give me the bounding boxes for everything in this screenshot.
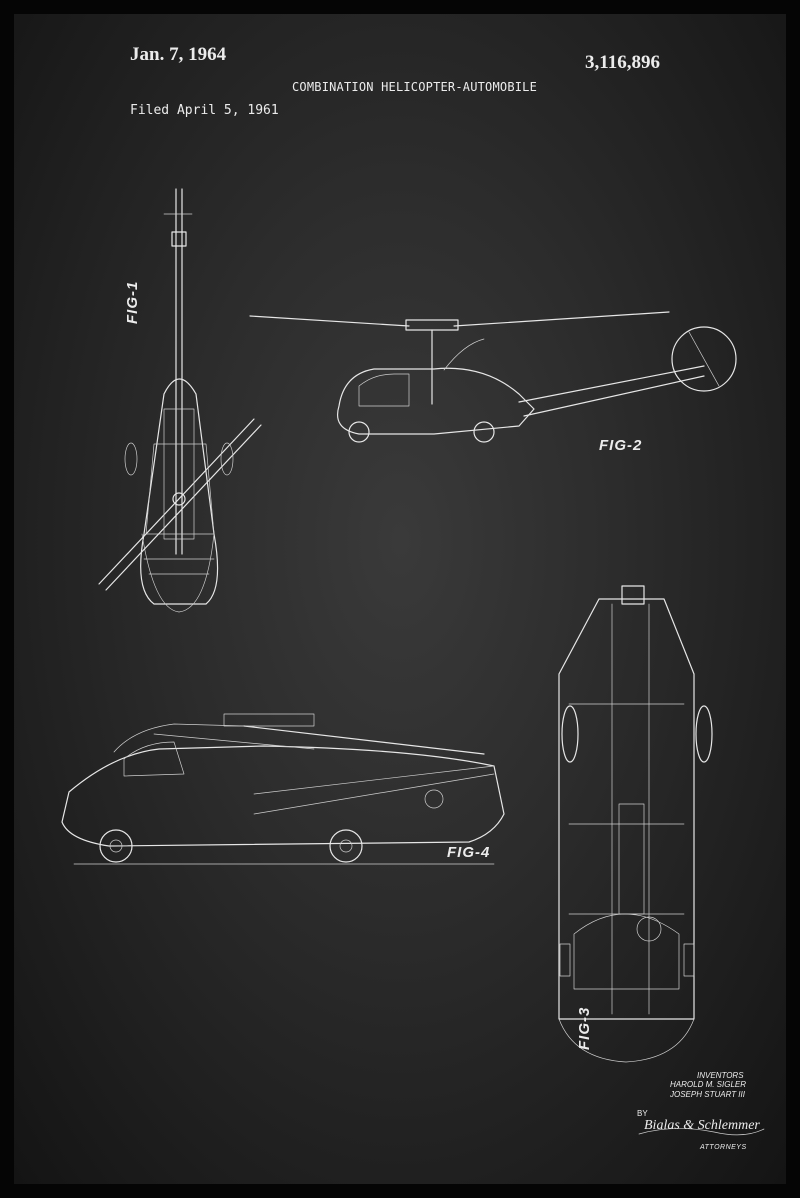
signature-flourish	[638, 1128, 765, 1136]
fig1-top-view-drawing	[98, 188, 262, 613]
filed-date: Filed April 5, 1961	[130, 103, 279, 118]
by-label: BY	[637, 1109, 648, 1118]
fig4-label: FIG-4	[447, 844, 491, 861]
fig3-top-view-drawing	[558, 585, 713, 1063]
inventors-heading: INVENTORS	[697, 1071, 744, 1080]
fig1-label: FIG-1	[124, 280, 141, 324]
inventor-1: HAROLD M. SIGLER	[670, 1080, 747, 1089]
fig2-side-view-drawing	[249, 311, 737, 443]
fig3-label: FIG-3	[576, 1006, 593, 1050]
chalkboard-sheet: Jan. 7, 1964 3,116,896 COMBINATION HELIC…	[14, 14, 786, 1184]
inventor-2: JOSEPH STUART III	[670, 1090, 745, 1099]
fig2-label: FIG-2	[599, 437, 643, 454]
patent-date: Jan. 7, 1964	[130, 44, 227, 65]
attorneys-signature: Bialas & Schlemmer	[644, 1118, 760, 1133]
attorneys-heading: ATTORNEYS	[700, 1144, 747, 1151]
patent-title: COMBINATION HELICOPTER-AUTOMOBILE	[292, 80, 538, 94]
fig4-side-view-drawing	[61, 713, 505, 865]
patent-drawings	[61, 188, 765, 1136]
patent-number: 3,116,896	[585, 52, 660, 73]
